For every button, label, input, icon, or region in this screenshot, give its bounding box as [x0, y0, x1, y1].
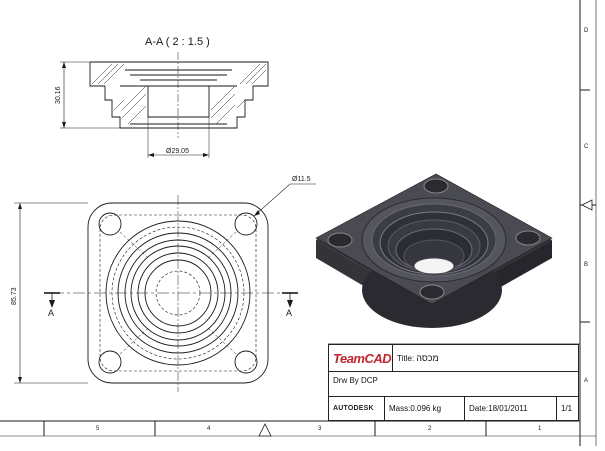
zone-number-4: 4 — [207, 426, 211, 432]
title-field: Title: מכסה — [393, 345, 578, 371]
logo-team: Team — [333, 350, 365, 366]
title-block-row-drawn: Drw By DCP — [329, 372, 578, 397]
date-field: Date:18/01/2011 — [465, 397, 557, 420]
zone-number-5: 5 — [96, 426, 100, 432]
drawn-by-text: Drw By DCP — [333, 376, 378, 385]
zone-letter-d: D — [584, 28, 589, 34]
zone-letter-a: A — [584, 378, 588, 384]
zone-number-3: 3 — [318, 426, 322, 432]
title-value: מכסה — [416, 353, 439, 363]
zone-number-1: 1 — [538, 426, 542, 432]
center-mark-right — [581, 199, 593, 211]
section-label-right: A — [286, 308, 292, 318]
section-label-left: A — [48, 308, 54, 318]
section-height-dimension: 30.16 — [55, 86, 62, 104]
date-text: Date:18/01/2011 — [469, 404, 528, 413]
sheet-field: 1/1 — [557, 397, 578, 420]
section-view-title: A-A ( 2 : 1.5 ) — [145, 36, 210, 48]
autodesk-logo: AUTODESK — [329, 397, 385, 420]
isometric-render — [315, 173, 553, 328]
title-label: Title: — [397, 353, 415, 363]
drawn-by-field: Drw By DCP — [329, 372, 578, 396]
title-block-row-info: AUTODESK Mass:0.096 kg Date:18/01/2011 1… — [329, 397, 578, 420]
sheet-text: 1/1 — [561, 404, 573, 413]
logo-cad: CAD — [364, 350, 392, 366]
zone-number-2: 2 — [428, 426, 432, 432]
hole-diameter-dimension: Ø11.5 — [292, 176, 311, 183]
mass-text: Mass:0.096 kg — [389, 404, 442, 413]
front-view — [14, 183, 316, 392]
center-mark-bottom — [258, 423, 272, 437]
autodesk-text: AUTODESK — [333, 405, 374, 412]
section-view — [60, 52, 269, 158]
overall-height-dimension: 85.73 — [11, 287, 18, 305]
zone-letter-c: C — [584, 144, 589, 150]
mass-field: Mass:0.096 kg — [385, 397, 465, 420]
zone-letter-b: B — [584, 262, 588, 268]
section-bore-dimension: Ø29.05 — [166, 148, 189, 155]
